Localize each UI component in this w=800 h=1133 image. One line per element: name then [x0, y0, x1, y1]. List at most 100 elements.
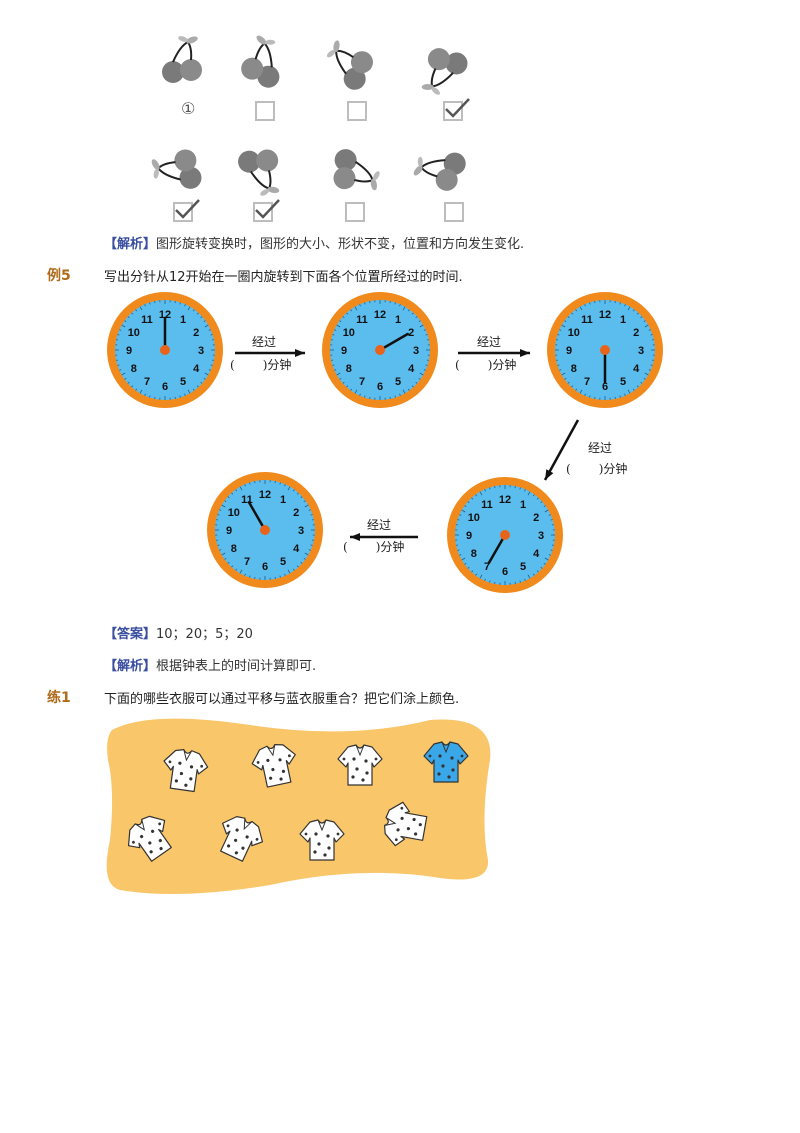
clock-tick [575, 388, 578, 391]
clock-tick [208, 369, 211, 371]
clock-number: 7 [484, 561, 490, 573]
cherry-figures [147, 30, 472, 202]
analysis-2: 【解析】根据钟表上的时间计算即可. [104, 655, 316, 674]
clock-tick [527, 491, 531, 496]
clock-tick [192, 309, 195, 312]
clock-tick [479, 574, 483, 579]
clock-tick [579, 389, 583, 394]
clock-number: 10 [343, 327, 355, 339]
clock-number: 12 [259, 489, 271, 501]
clock-number: 8 [131, 363, 137, 375]
clock-tick [200, 381, 203, 384]
clock-number: 3 [538, 530, 544, 542]
clock-tick [208, 329, 211, 331]
clock-tick [489, 487, 491, 490]
clock-number: 4 [293, 543, 300, 555]
clock-tick [402, 389, 406, 394]
clock-number: 12 [374, 309, 386, 321]
example-question: 写出分针从12开始在一圈内旋转到下面各个位置所经过的时间. [104, 270, 463, 285]
clock-tick [648, 369, 651, 371]
checkbox-r2-4[interactable] [444, 202, 464, 222]
clock-number: 11 [581, 314, 593, 326]
clock-tick [415, 381, 418, 384]
arrow-unit: 分钟 [492, 358, 517, 372]
clock-tick [484, 578, 486, 581]
paren-open: ( [230, 358, 235, 372]
checkbox-r2-2-checked[interactable] [253, 199, 280, 222]
clock-tick [131, 312, 134, 315]
clock-tick [121, 324, 126, 328]
clock-tick [139, 306, 143, 311]
clock-tick [632, 309, 635, 312]
clock-tick [239, 569, 243, 574]
clock-tick [475, 573, 478, 576]
clock-tick [548, 514, 551, 516]
clock-tick [227, 496, 230, 499]
clock-tick [117, 334, 120, 336]
clock-tick [471, 497, 474, 500]
clock-tick [543, 562, 546, 565]
analysis-text: 图形旋转变换时，图形的大小、形状不变，位置和方向发生变化. [156, 237, 525, 252]
checkbox-r1-2[interactable] [255, 101, 275, 121]
clock-tick [457, 549, 460, 551]
clock-tick [231, 492, 234, 495]
arrow-unit: 分钟 [267, 358, 292, 372]
checkbox-r1-4-checked[interactable] [443, 98, 470, 121]
clock-tick [279, 482, 281, 485]
clock-tick [544, 509, 549, 513]
arrow-top-text: 经过 [477, 335, 502, 349]
clock-tick [471, 570, 474, 573]
clock-number: 2 [293, 507, 299, 519]
checkbox-r1-3[interactable] [347, 101, 367, 121]
clock-center [160, 345, 170, 355]
clock-tick [644, 324, 649, 328]
clock-tick [364, 302, 366, 305]
clock-tick [550, 549, 553, 551]
clock-tick [231, 565, 234, 568]
clock-tick [221, 552, 226, 556]
clock-number: 2 [408, 327, 414, 339]
clock-tick [284, 573, 286, 576]
clock-number: 1 [520, 499, 526, 511]
clock-tick [567, 381, 570, 384]
clock-tick [303, 500, 306, 503]
clock-tick [399, 393, 401, 396]
paren-close: ) [262, 358, 268, 372]
clock-tick [536, 570, 539, 573]
clock-tick [279, 575, 281, 578]
clock-tick [203, 320, 206, 323]
clock-tick [124, 320, 127, 323]
analysis-text: 根据钟表上的时间计算即可. [156, 659, 317, 674]
clock-tick [407, 388, 410, 391]
clock-number: 7 [584, 376, 590, 388]
clock-tick [559, 329, 562, 331]
clock-tick [359, 304, 361, 307]
clock-tick [296, 565, 299, 568]
checkbox-r2-1-checked[interactable] [173, 199, 200, 222]
clock-tick [571, 385, 574, 388]
clock-tick [204, 372, 209, 376]
clock-number: 6 [162, 381, 168, 393]
answer-text: 10；20；5；20 [156, 627, 253, 642]
clock-tick [300, 561, 303, 564]
clock-tick [332, 334, 335, 336]
clock-tick [149, 395, 151, 398]
clock-tick [561, 324, 566, 328]
shirts-panel [106, 718, 491, 894]
clock-tick [589, 302, 591, 305]
clock-number: 11 [141, 314, 153, 326]
clock-tick [131, 385, 134, 388]
minute-hand [378, 332, 409, 352]
clock-tick [342, 316, 345, 319]
checkbox-r2-3[interactable] [345, 202, 365, 222]
clock-number: 10 [468, 512, 480, 524]
clock-number: 7 [244, 556, 250, 568]
clock-tick [304, 504, 309, 508]
paren-close: ) [375, 540, 381, 554]
clock-tick [219, 549, 222, 551]
clock-center [500, 530, 510, 540]
clock-tick [300, 496, 303, 499]
cherry-r2-1 [147, 146, 205, 197]
clock-tick [203, 377, 206, 380]
clock-tick [524, 578, 526, 581]
